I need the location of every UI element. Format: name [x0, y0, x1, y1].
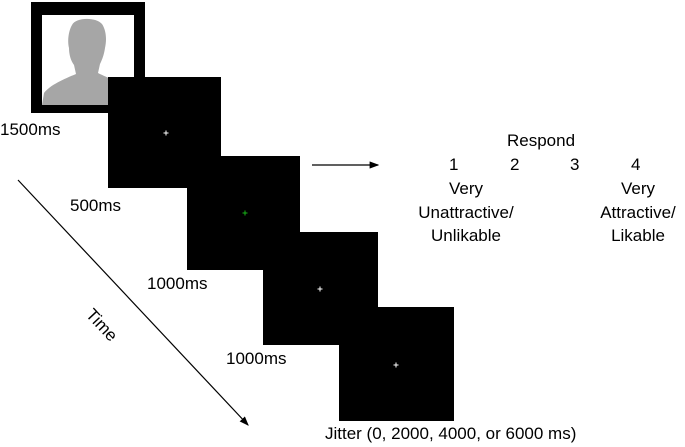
fixation-cross: [317, 286, 323, 292]
low-anchor-line-2: Unattractive/: [418, 203, 514, 222]
respond-title: Respond: [507, 131, 576, 150]
fixation-cross: [163, 130, 169, 136]
fixation-cross: [393, 362, 399, 368]
duration-face-label: 1500ms: [0, 120, 61, 139]
duration-fixation1-label: 500ms: [70, 196, 122, 215]
high-anchor-line-1: Very: [620, 179, 656, 198]
fixation-cross-green: [242, 210, 248, 216]
jitter-screen: [339, 307, 454, 421]
duration-green-label: 1000ms: [147, 274, 208, 293]
scale-option-4: 4: [631, 155, 641, 174]
duration-jitter-label: Jitter (0, 2000, 4000, or 6000 ms): [325, 424, 577, 443]
low-anchor-line-3: Unlikable: [431, 226, 501, 245]
scale-option-3: 3: [570, 155, 580, 174]
high-anchor-line-3: Likable: [611, 226, 665, 245]
scale-option-2: 2: [510, 155, 520, 174]
high-anchor-line-2: Attractive/: [600, 203, 676, 222]
duration-fixation2-label: 1000ms: [226, 349, 287, 368]
low-anchor-line-1: Very: [448, 179, 484, 198]
time-arrow: [17, 179, 249, 426]
face-stimulus-frame: [31, 2, 145, 113]
scale-option-1: 1: [449, 155, 459, 174]
